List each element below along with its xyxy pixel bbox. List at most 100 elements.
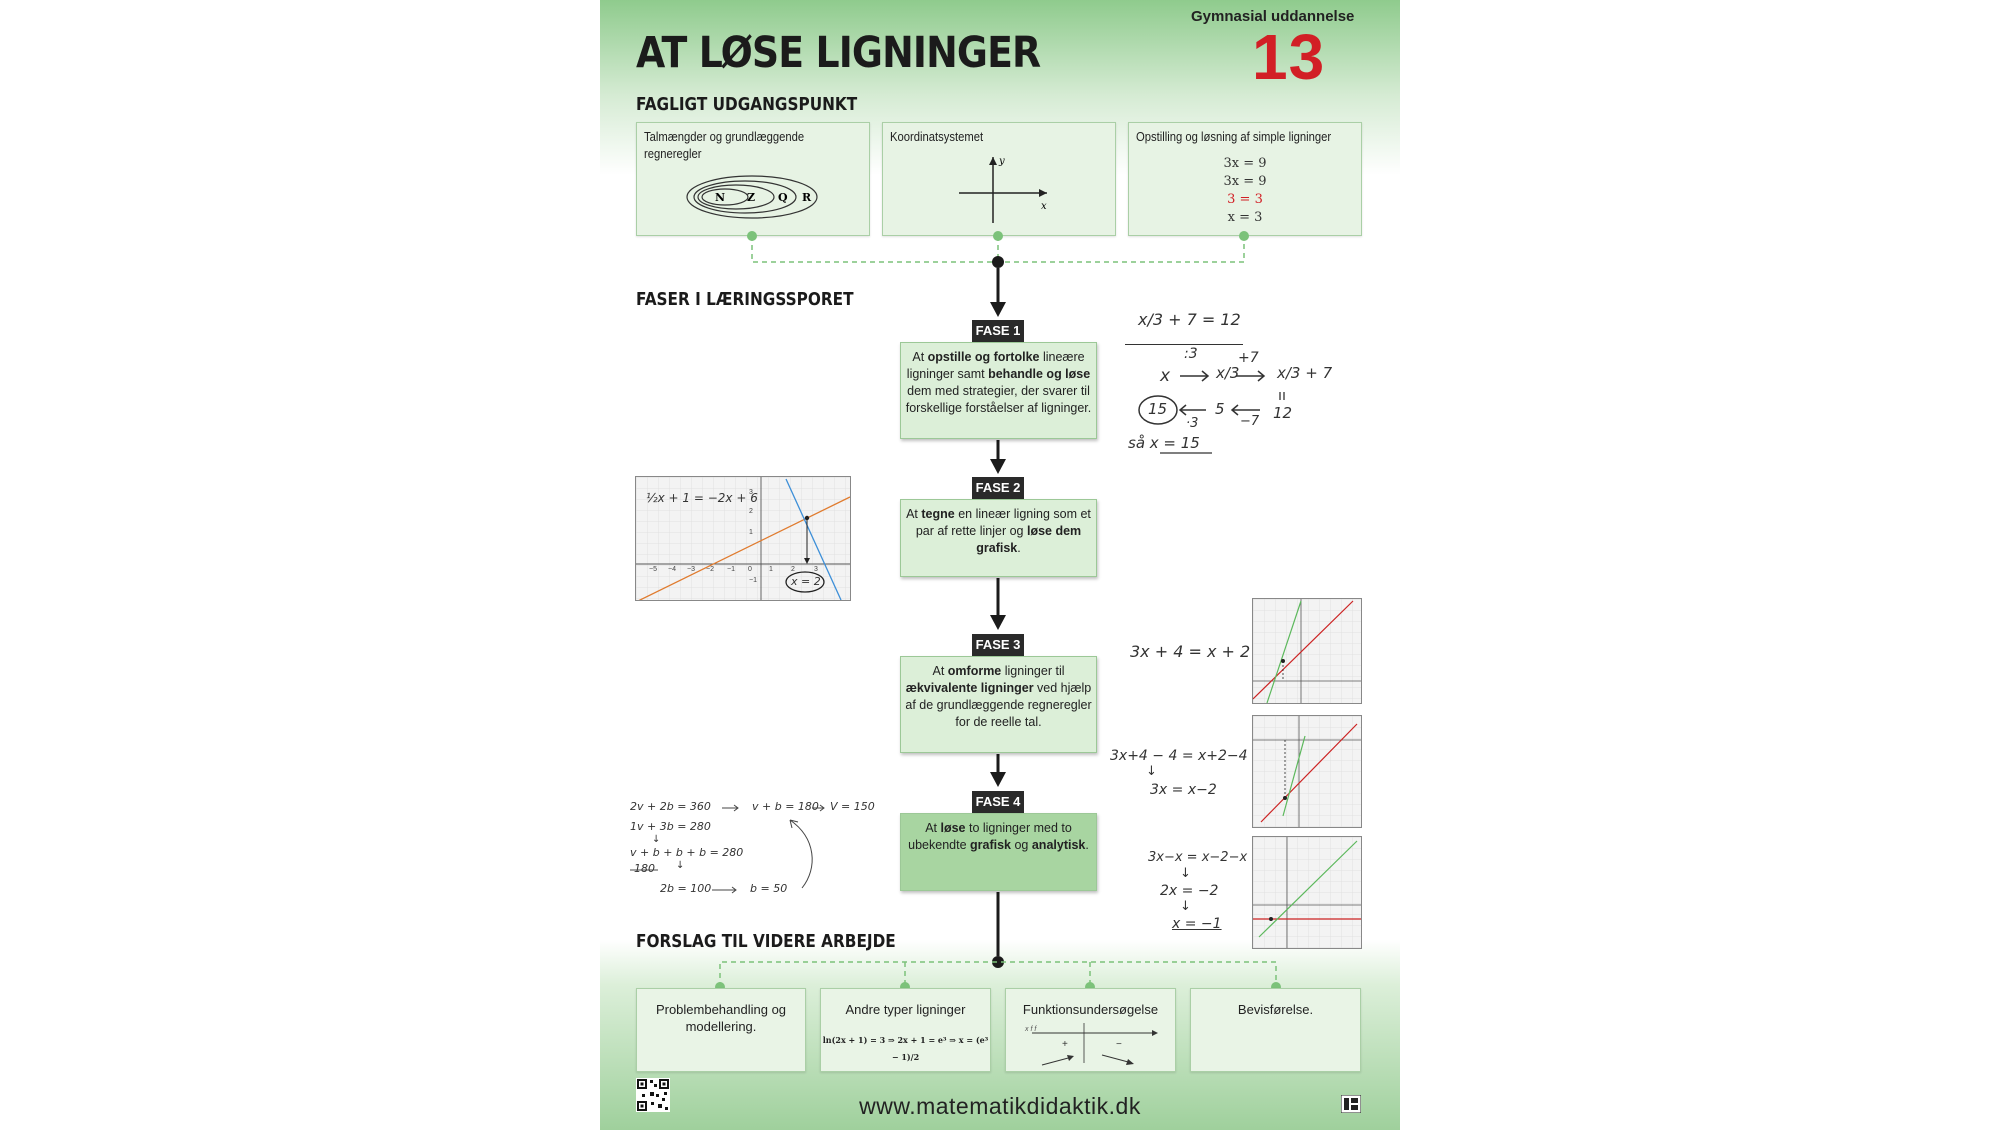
hw-eq-8: b = 50 — [750, 882, 788, 895]
phase-text-run: og — [1011, 838, 1032, 852]
x-tick-label: 1 — [769, 566, 773, 573]
phase-text-run: opstille og fortolke — [927, 350, 1040, 364]
equation-step-divide: 3 = 3 — [1227, 192, 1263, 207]
phase-2-tag: FASE 2 — [972, 477, 1024, 499]
website-link[interactable]: www.matematikdidaktik.dk — [859, 1093, 1141, 1119]
phase-text-run: At — [912, 350, 928, 364]
phase-text-run: ækvivalente ligninger — [905, 681, 1034, 695]
phase-text-run: løse — [940, 821, 966, 835]
x-tick-label: −1 — [727, 566, 735, 573]
education-level: Gymnasial uddannelse — [1191, 8, 1355, 25]
phase-2-equation: ½x + 1 = −2x + 6 — [646, 491, 758, 505]
phase-3-step-3: 3x−x = x−2−x — [1148, 850, 1248, 865]
further-label: Andre typer ligninger — [845, 1002, 966, 1017]
phase-3-tag: FASE 3 — [972, 634, 1024, 656]
x-tick-label: −5 — [649, 566, 657, 573]
chain-x-over-3: x/3 — [1216, 364, 1240, 382]
phase-2-box: At tegne en lineær ligning som et par af… — [900, 499, 1097, 577]
prereq-box-coordinate-system: Koordinatsystemet y x — [882, 122, 1116, 236]
hw-arrow: ↓ — [676, 860, 685, 871]
handwritten-equation: x/3 + 7 = 12 — [1138, 310, 1241, 329]
phase-text-run: At — [932, 664, 948, 678]
y-tick-label: −1 — [749, 577, 757, 584]
phase-text-run: behandle og løse — [988, 367, 1091, 381]
phase-text-run: tegne — [921, 507, 955, 521]
handwritten-answer: så x = 15 — [1128, 434, 1200, 452]
phase-text-run: At — [925, 821, 941, 835]
hw-arrow: ↓ — [652, 834, 661, 845]
prereq-box-number-sets: Talmængder og grundlæggende regneregler … — [636, 122, 870, 236]
chain-x: x — [1160, 366, 1171, 386]
op-minus-7: −7 — [1240, 414, 1260, 429]
number-sets-diagram: N Z Q R — [686, 175, 818, 219]
phase-text-run: dem med strategier, der svarer til forsk… — [905, 384, 1092, 415]
hw-arrows — [630, 804, 825, 894]
prereq-box-simple-equations: Opstilling og løsning af simple ligninge… — [1128, 122, 1362, 236]
phase-2-plot — [636, 477, 850, 600]
section-start-title: FAGLIGT UDGANGSPUNKT — [636, 94, 858, 115]
hw-eq-5: v + b + b + b = 280 — [630, 846, 744, 859]
phase-text-run: At — [906, 507, 922, 521]
graph-c-plot — [1253, 837, 1361, 948]
section-further-title: FORSLAG TIL VIDERE ARBEJDE — [636, 931, 896, 952]
hw-eq-7: 2b = 100 — [660, 882, 712, 895]
phase-text-run: . — [1017, 541, 1021, 555]
phase-text-run: grafisk — [970, 838, 1011, 852]
further-label: Funktionsundersøgelse — [1022, 1002, 1159, 1017]
coordinate-axes-icon: y x — [959, 156, 1047, 223]
further-box-proof: Bevisførelse. — [1190, 988, 1361, 1072]
phase-3-step-2: 3x = x−2 — [1150, 782, 1217, 798]
section-phases-title: FASER I LÆRINGSSPORET — [636, 289, 854, 310]
sign-chart-icon: + − x f f — [1024, 1023, 1158, 1066]
op-times-3: ·3 — [1186, 416, 1199, 431]
phase-1-box: At opstille og fortolke lineære ligninge… — [900, 342, 1097, 439]
set-label-n: N — [715, 191, 725, 204]
axis-x-label: x — [1041, 201, 1047, 212]
x-tick-label: −3 — [687, 566, 695, 573]
poster-number: 13 — [1252, 21, 1326, 93]
further-box-function-analysis: Funktionsundersøgelse + − x f f — [1005, 988, 1176, 1072]
poster: AT LØSE LIGNINGER Gymnasial uddannelse 1… — [600, 0, 1400, 1130]
op-plus-7: +7 — [1238, 350, 1259, 366]
underline — [1125, 344, 1243, 345]
phase-text-run: ved hjælp af de grundlæggende regneregle… — [905, 681, 1092, 729]
x-tick-label: −2 — [706, 566, 714, 573]
further-box-problem-solving: Problembehandling og modellering. — [636, 988, 806, 1072]
phase-text-run: en lineær ligning som et par af rette li… — [915, 507, 1091, 538]
phase-3-step-1: 3x+4 − 4 = x+2−4 — [1110, 748, 1248, 764]
phase-text-run: løse dem grafisk — [976, 524, 1082, 555]
set-label-r: R — [802, 191, 812, 204]
equation-step: x = 3 — [1227, 210, 1263, 225]
hw-eq-1: 2v + 2b = 360 — [630, 800, 711, 813]
phase-4-box: At løse to ligninger med to ubekendte gr… — [900, 813, 1097, 891]
phase-3-graph-c — [1252, 836, 1362, 949]
y-tick-label: 2 — [749, 508, 753, 515]
phase-3-answer: x = −1 — [1172, 916, 1222, 932]
phase-2-answer: x = 2 — [791, 575, 821, 588]
x-tick-label: −4 — [668, 566, 676, 573]
hw-eq-3: V = 150 — [830, 800, 875, 813]
simple-equation-steps: 3x = 9 3x = 9 3 = 3 x = 3 — [1129, 155, 1361, 227]
further-label: Problembehandling og modellering. — [655, 1002, 787, 1034]
value-5: 5 — [1215, 400, 1225, 418]
graph-a-plot — [1252, 599, 1361, 704]
graph-b-plot — [1253, 716, 1361, 827]
phase-text-run: analytisk — [1031, 838, 1086, 852]
x-tick-label: 3 — [814, 566, 818, 573]
phase-text-run: omforme — [947, 664, 1002, 678]
publisher-logo-icon — [1341, 1095, 1361, 1113]
set-label-z: Z — [747, 191, 755, 204]
further-label: Bevisførelse. — [1237, 1002, 1314, 1017]
phase-3-graph-a — [1252, 598, 1362, 704]
op-divide-3: :3 — [1184, 346, 1198, 362]
qr-code-icon[interactable] — [636, 1078, 670, 1112]
sign-chart-labels: x f f — [1024, 1026, 1037, 1033]
log-equation-example: ln(2x + 1) = 3 ⇒ 2x + 1 = e³ ⇒ x = (e³ −… — [822, 1035, 989, 1062]
phase-3-box: At omforme ligninger til ækvivalente lig… — [900, 656, 1097, 753]
x-tick-label: 0 — [748, 566, 752, 573]
further-box-other-equations: Andre typer ligninger ln(2x + 1) = 3 ⇒ 2… — [820, 988, 991, 1072]
phase-4-handwritten-solution: 2v + 2b = 360 v + b = 180 V = 150 1v + 3… — [630, 798, 880, 908]
prereq-label: Opstilling og løsning af simple ligninge… — [1136, 130, 1332, 144]
set-label-q: Q — [778, 191, 788, 204]
